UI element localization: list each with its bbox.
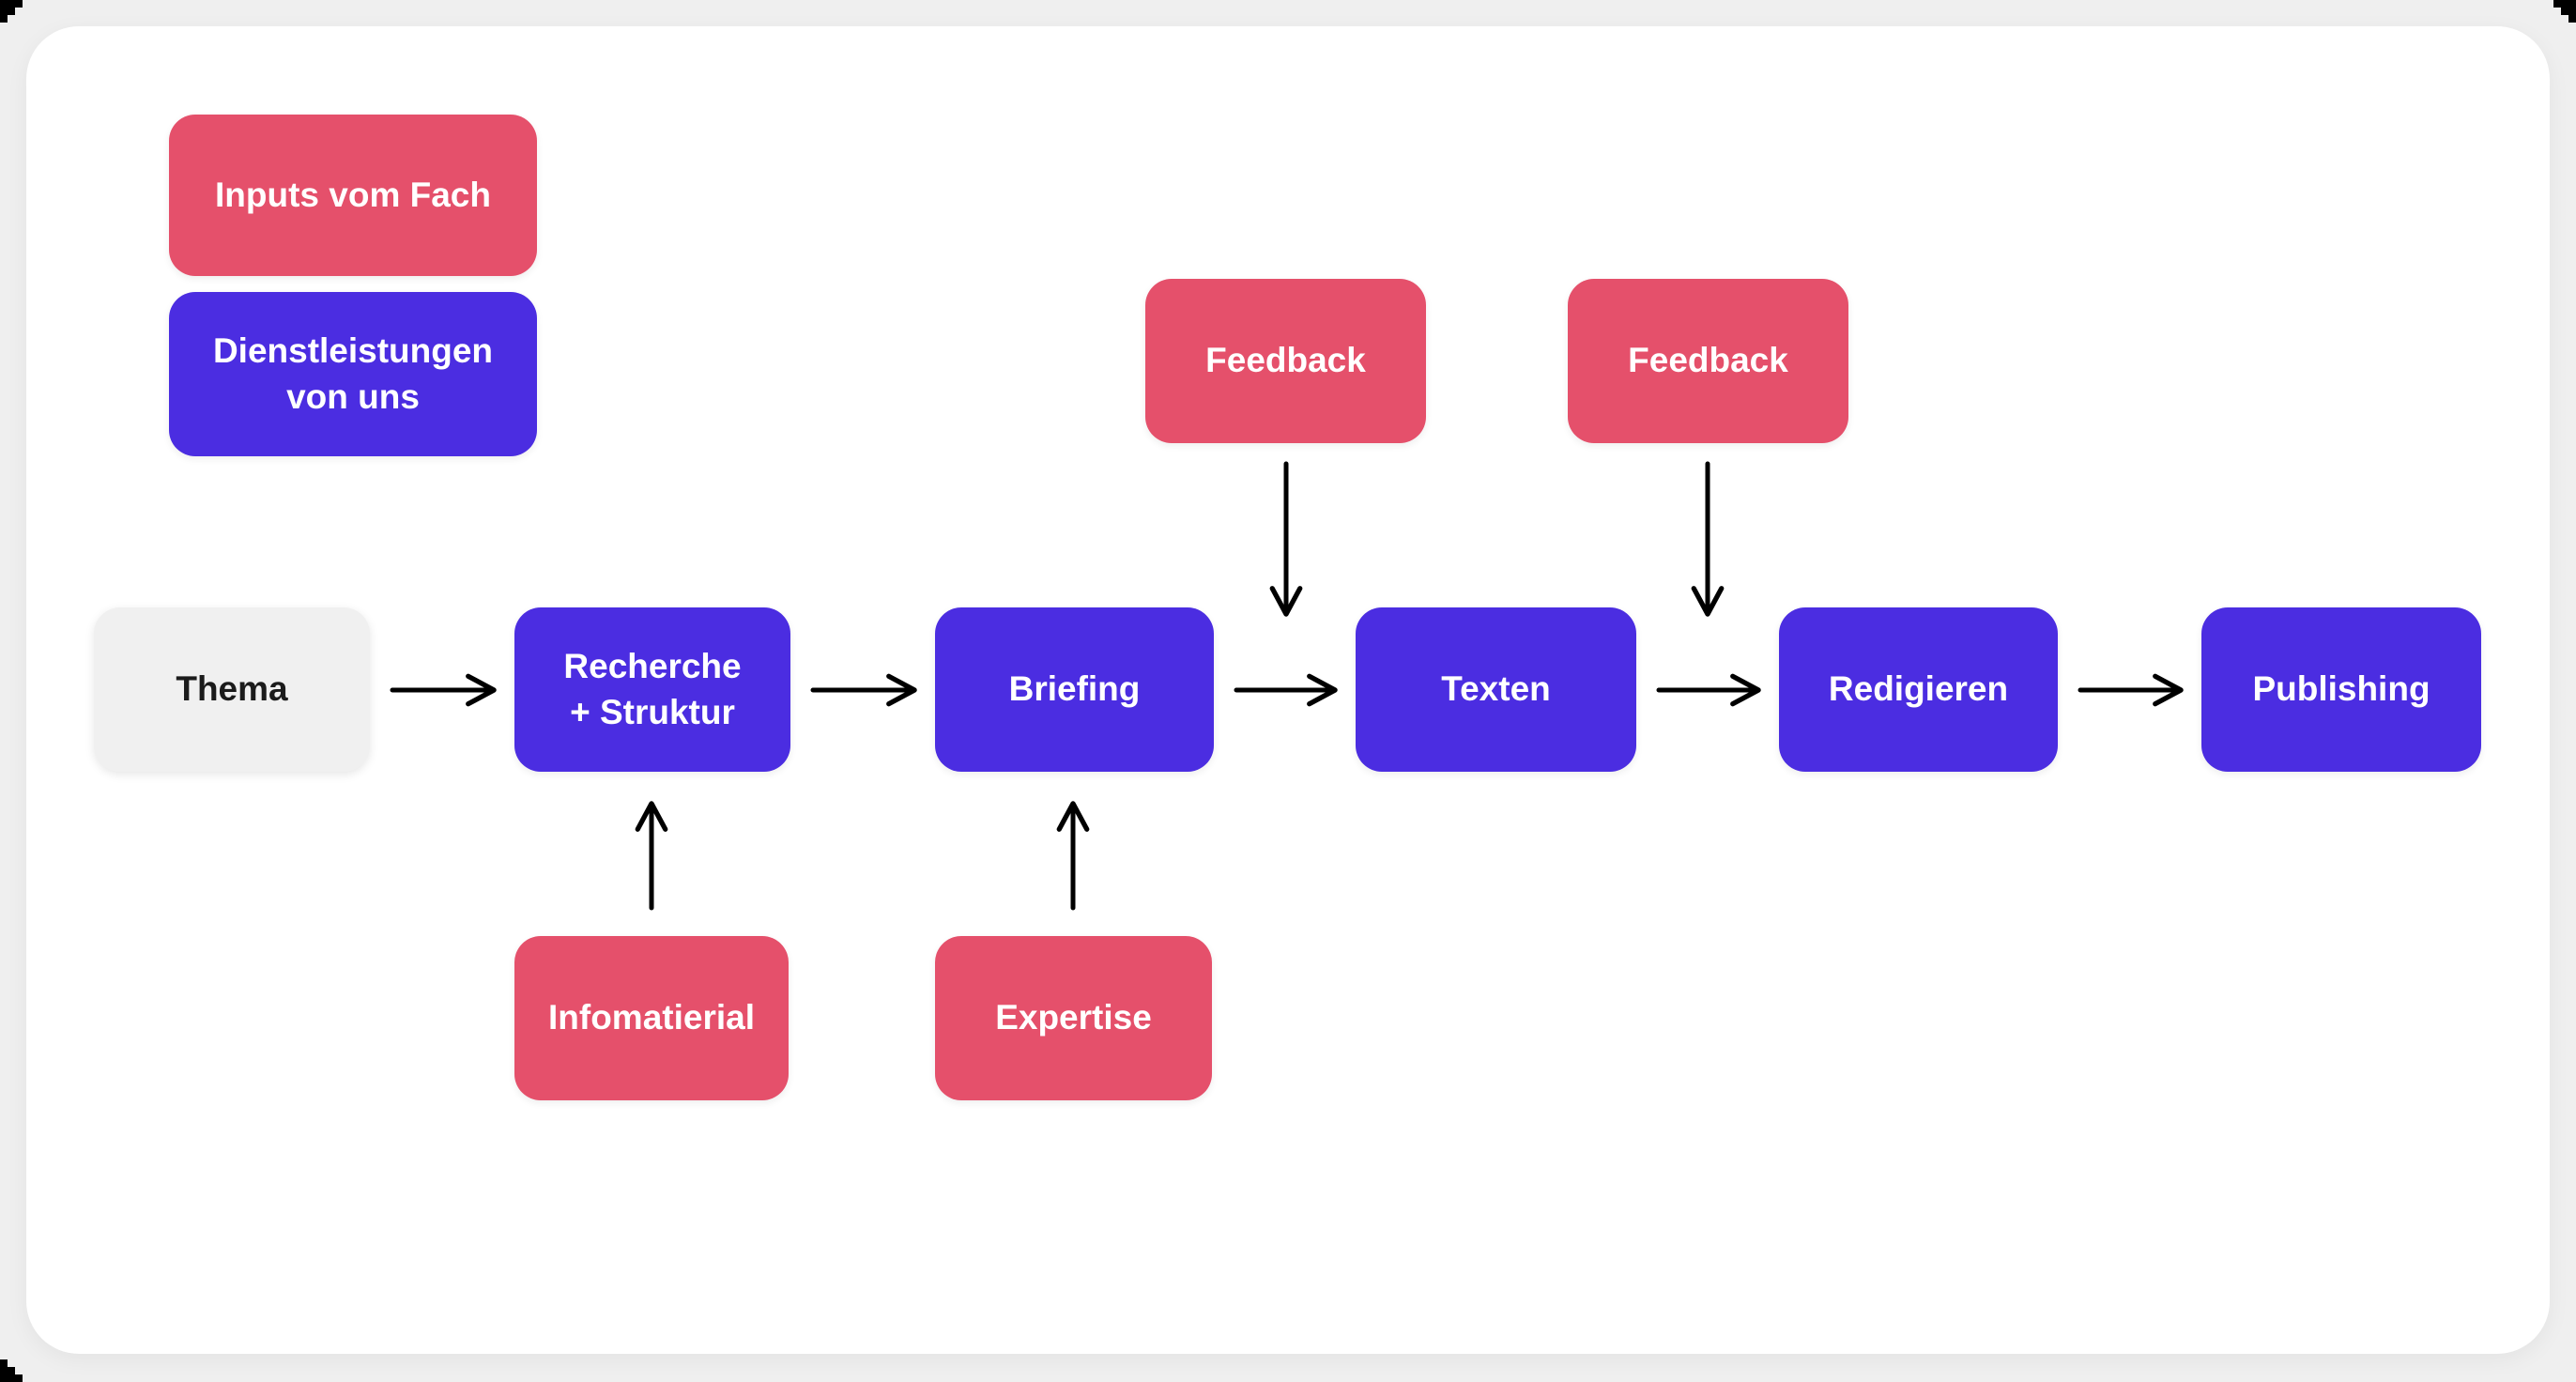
node-texten: Texten (1356, 607, 1636, 772)
node-redigieren: Redigieren (1779, 607, 2058, 772)
screen-corner-artifact-top-right (2553, 0, 2576, 23)
node-infomaterial: Infomatierial (514, 936, 789, 1100)
node-publishing-label: Publishing (2252, 669, 2430, 709)
node-redigieren-label: Redigieren (1828, 669, 2009, 709)
node-thema: Thema (94, 607, 370, 772)
legend-inputs-label: Inputs vom Fach (215, 175, 491, 214)
node-feedback-2-label: Feedback (1628, 341, 1788, 380)
node-publishing: Publishing (2201, 607, 2481, 772)
node-thema-label: Thema (176, 669, 288, 709)
node-infomaterial-label: Infomatierial (548, 998, 755, 1037)
node-texten-label: Texten (1441, 669, 1551, 709)
screen-corner-artifact-top-left (0, 0, 23, 23)
legend-services-box: Dienstleistungen von uns (169, 292, 537, 456)
node-briefing-label: Briefing (1008, 669, 1141, 709)
node-briefing: Briefing (935, 607, 1214, 772)
node-expertise-label: Expertise (995, 998, 1152, 1037)
screen-corner-artifact-bottom-left (0, 1359, 23, 1382)
node-expertise: Expertise (935, 936, 1212, 1100)
node-feedback-1: Feedback (1145, 279, 1426, 443)
node-feedback-2: Feedback (1568, 279, 1848, 443)
legend-services-label: Dienstleistungen von uns (212, 331, 494, 416)
node-feedback-1-label: Feedback (1205, 341, 1366, 380)
node-recherche-struktur: Recherche + Struktur (514, 607, 790, 772)
legend-inputs-box: Inputs vom Fach (169, 115, 537, 276)
node-recherche-struktur-label: Recherche + Struktur (563, 647, 742, 731)
